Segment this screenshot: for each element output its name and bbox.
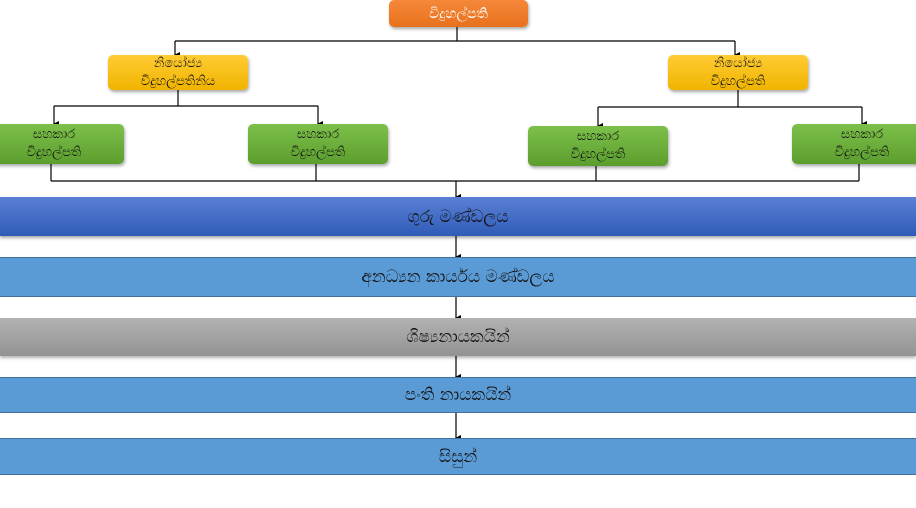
assistant-4-line1: සහකාර [840, 127, 884, 142]
assistant-3-line2: විදුහල්පති [570, 147, 626, 162]
deputy-left-line2: විදුහල්පතිනිය [140, 73, 216, 89]
assistant-node-3: සහකාර විදුහල්පති [528, 126, 668, 166]
assistant-1-line2: විදුහල්පති [26, 145, 82, 160]
assistant-node-1: සහකාර විදුහල්පති [0, 124, 124, 164]
assistant-2-line1: සහකාර [296, 127, 340, 142]
assistant-1-line1: සහකාර [32, 127, 76, 142]
deputy-node-right: නියෝජ්‍ය විදුහල්පති [668, 55, 808, 90]
assistant-2-line2: විදුහල්පති [290, 145, 346, 160]
level-teachers: ගුරු මණ්ඩලය [0, 197, 916, 236]
level-class-monitors: පංති නායකයින් [0, 377, 916, 413]
assistant-node-2: සහකාර විදුහල්පති [248, 124, 388, 164]
level-non-academic-staff: අනධ්‍යන කාර්යය මණ්ඩලය [0, 257, 916, 297]
level-class-monitors-label: පංති නායකයින් [404, 385, 512, 405]
assistant-node-4: සහකාර විදුහල්පති [792, 124, 916, 164]
level-prefects-label: ශිෂ්‍යනායකයින් [406, 327, 510, 347]
deputy-right-line2: විදුහල්පති [710, 73, 766, 89]
level-students-label: සිසුන් [438, 446, 478, 467]
deputy-node-left: නියෝජ්‍ය විදුහල්පතිනිය [108, 55, 248, 90]
principal-node: විදුහල්පති [389, 0, 528, 27]
deputy-left-line1: නියෝජ්‍ය [153, 55, 203, 71]
assistant-4-line2: විදුහල්පති [834, 145, 890, 160]
principal-label: විදුහල්පති [429, 5, 488, 22]
level-prefects: ශිෂ්‍යනායකයින් [0, 318, 916, 356]
level-students: සිසුන් [0, 438, 916, 475]
level-non-academic-staff-label: අනධ්‍යන කාර්යය මණ්ඩලය [361, 267, 555, 287]
level-teachers-label: ගුරු මණ්ඩලය [407, 206, 509, 227]
assistant-3-line1: සහකාර [576, 129, 620, 144]
deputy-right-line1: නියෝජ්‍ය [713, 55, 763, 71]
